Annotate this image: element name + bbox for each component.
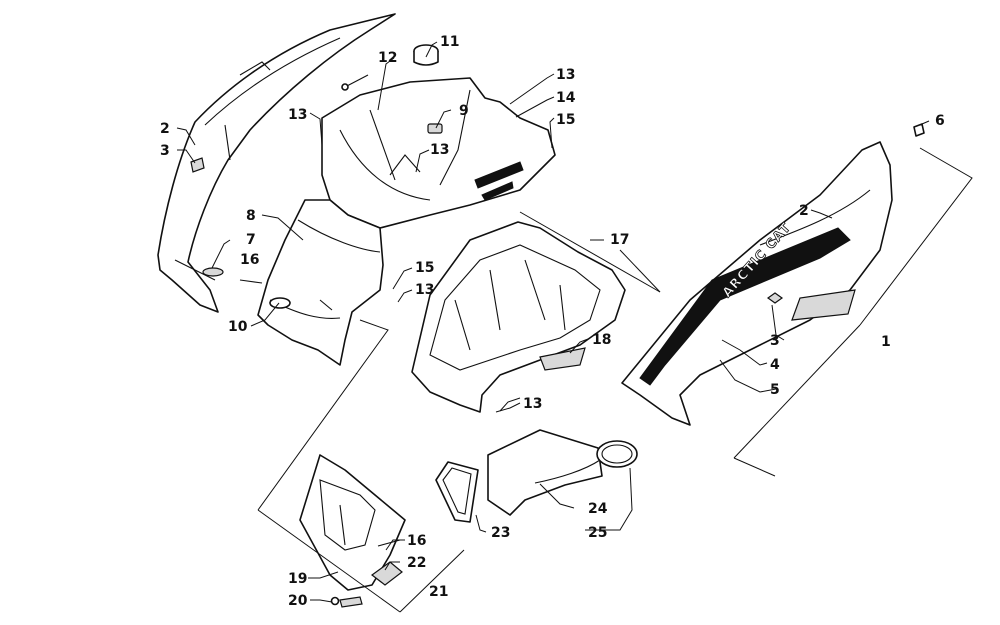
callout-22: 22	[407, 555, 426, 571]
callout-21: 21	[429, 584, 448, 600]
callout-6: 6	[935, 113, 945, 129]
callout-19: 19	[288, 571, 307, 587]
callout-10: 10	[228, 319, 248, 335]
lower-nose	[299, 454, 406, 608]
inlet-duct	[435, 429, 638, 523]
left-side-panel	[157, 13, 396, 313]
callout-24: 24	[588, 501, 608, 517]
callout-5: 5	[770, 382, 780, 398]
callout-13: 13	[556, 67, 575, 83]
callout-20: 20	[288, 593, 308, 609]
callout-labels: 11 12 13 9 13 13 14 15 6 2 3 2 8 7 16 10…	[160, 34, 945, 609]
front-cowl	[239, 199, 384, 366]
callout-1: 1	[881, 334, 891, 350]
callout-13: 13	[288, 107, 307, 123]
callout-14: 14	[556, 90, 576, 106]
air-box	[411, 221, 626, 413]
callout-16: 16	[240, 252, 259, 268]
callout-17: 17	[610, 232, 629, 248]
callout-13: 13	[415, 282, 434, 298]
right-side-panel: ARCTIC CAT	[621, 123, 925, 426]
callout-11: 11	[440, 34, 459, 50]
callout-15: 15	[415, 260, 434, 276]
callout-12: 12	[378, 50, 397, 66]
callout-9: 9	[459, 103, 469, 119]
callout-16: 16	[407, 533, 426, 549]
callout-4: 4	[770, 357, 780, 373]
callout-2: 2	[799, 203, 809, 219]
callout-15: 15	[556, 112, 575, 128]
leader-lines	[176, 41, 973, 613]
top-hood	[321, 44, 556, 229]
callout-7: 7	[246, 232, 256, 248]
callout-8: 8	[246, 208, 256, 224]
callout-23: 23	[491, 525, 510, 541]
callout-18: 18	[592, 332, 611, 348]
callout-13: 13	[430, 142, 449, 158]
callout-3: 3	[770, 333, 780, 349]
callout-13: 13	[523, 396, 542, 412]
callout-3: 3	[160, 143, 170, 159]
callout-2: 2	[160, 121, 170, 137]
callout-25: 25	[588, 525, 607, 541]
